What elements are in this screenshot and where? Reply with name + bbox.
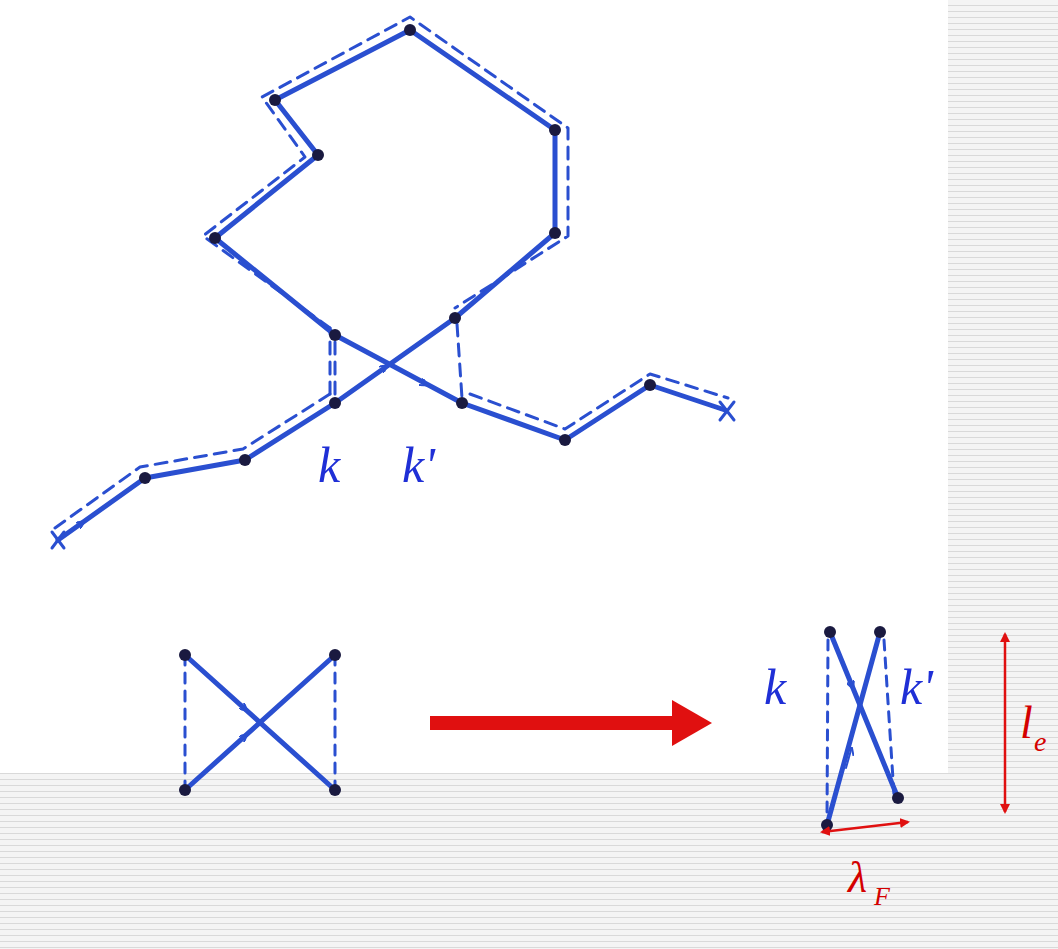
wavevector-label: k' xyxy=(402,440,435,490)
wavevector-label: k xyxy=(318,440,340,490)
wavevector-label: k xyxy=(764,662,786,712)
dimension-label: l xyxy=(1020,700,1033,746)
photo-panel xyxy=(0,0,948,773)
dimension-subscript: F xyxy=(874,884,890,910)
dimension-subscript: e xyxy=(1034,728,1046,756)
wavevector-label: k' xyxy=(900,662,933,712)
dimension-label: λ xyxy=(848,856,867,900)
